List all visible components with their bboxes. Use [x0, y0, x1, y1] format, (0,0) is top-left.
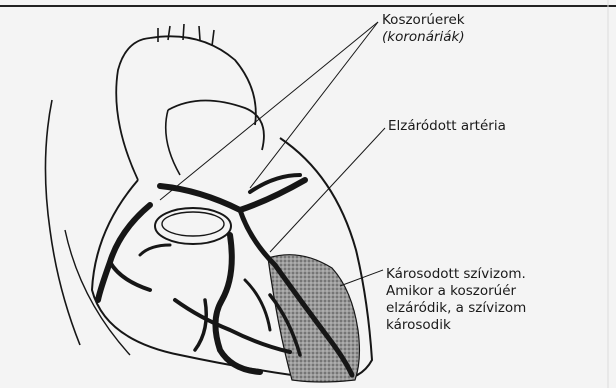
- aortic-arch: [150, 36, 256, 125]
- coronary-title: Koszorúerek: [382, 12, 465, 29]
- valve-ring-outer: [155, 208, 231, 244]
- damaged-line-1: Károsodott szívizom.: [386, 266, 526, 283]
- damaged-line-4: károsodik: [386, 317, 526, 334]
- label-coronary: Koszorúerek (koronáriák): [382, 12, 465, 46]
- coronary-subtitle: (koronáriák): [382, 29, 465, 46]
- label-damaged-myocardium: Károsodott szívizom. Amikor a koszorúér …: [386, 266, 526, 334]
- pointer-lines: [160, 22, 385, 286]
- left-main-coronary: [160, 180, 305, 210]
- aorta-left-edge: [116, 38, 150, 180]
- label-blocked-artery: Elzáródott artéria: [388, 118, 506, 135]
- pointer-coronary-2: [250, 22, 378, 188]
- blocked-artery-text: Elzáródott artéria: [388, 118, 506, 135]
- left-outline: [45, 100, 80, 345]
- lad-artery: [215, 235, 260, 372]
- valve-ring-inner: [162, 212, 224, 236]
- pointer-coronary-1: [160, 22, 378, 200]
- pulmonary-trunk: [168, 100, 264, 150]
- damaged-line-3: elzáródik, a szívizom: [386, 300, 526, 317]
- damaged-line-2: Amikor a koszorúér: [386, 283, 526, 300]
